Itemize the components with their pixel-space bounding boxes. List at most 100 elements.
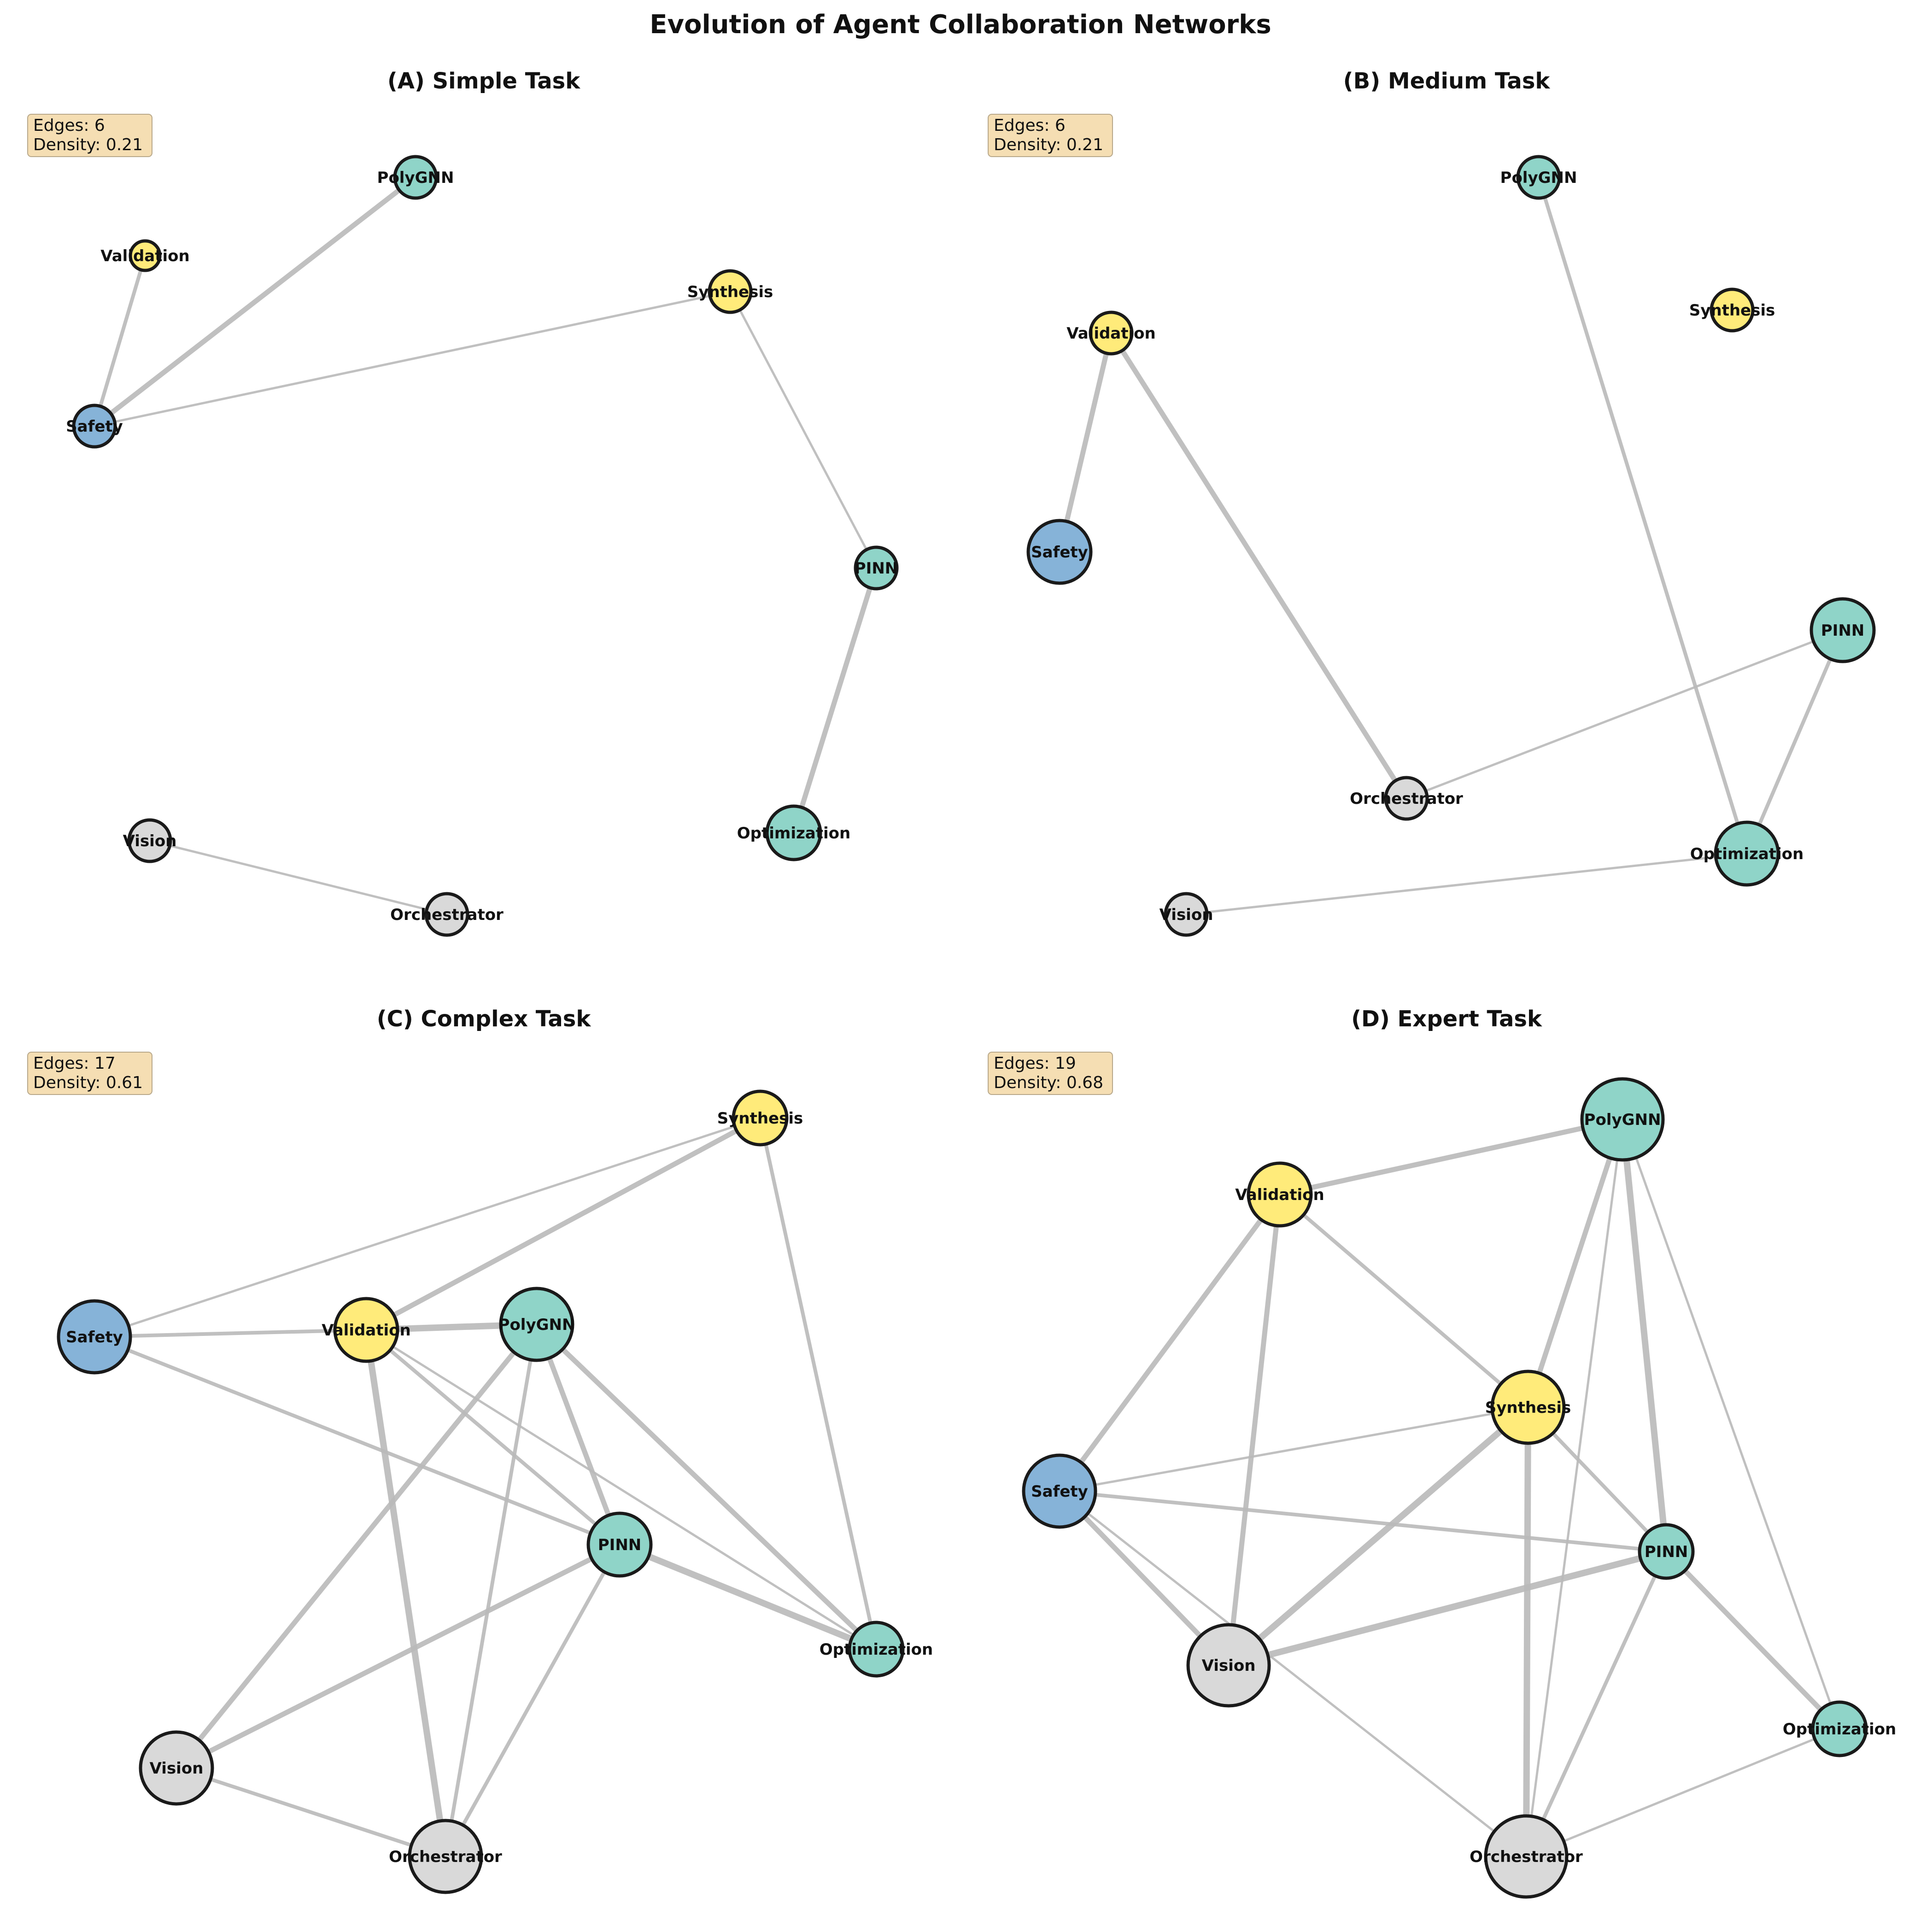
info-box-bg: [27, 1052, 152, 1095]
node-validation[interactable]: Validation: [100, 239, 190, 272]
node-validation[interactable]: Validation: [1235, 1161, 1324, 1228]
node-vision[interactable]: Vision: [139, 1730, 214, 1806]
node-safety[interactable]: Safety: [1022, 1453, 1097, 1529]
node-validation[interactable]: Validation: [322, 1297, 411, 1363]
edge-validation-pinn: [364, 1328, 621, 1546]
node-safety[interactable]: Safety: [57, 1299, 132, 1375]
node-vision[interactable]: Vision: [1160, 892, 1213, 937]
node-circle[interactable]: [1490, 1370, 1566, 1445]
node-pinn[interactable]: PINN: [1638, 1523, 1695, 1580]
edge-vision-optimization: [1185, 852, 1748, 916]
node-pinn[interactable]: PINN: [854, 545, 899, 591]
panel-c: (C) Complex Task Edges: 17 Density: 0.61…: [27, 1006, 933, 1894]
node-label: Optimization: [1690, 845, 1804, 863]
node-label: PINN: [1821, 621, 1864, 640]
node-polygnn[interactable]: PolyGNN: [1500, 155, 1577, 200]
node-pinn[interactable]: PINN: [1810, 597, 1876, 663]
edge-validation-polygnn: [1277, 1117, 1625, 1197]
node-circle[interactable]: [1484, 1814, 1569, 1899]
node-label: Safety: [1031, 1482, 1088, 1501]
panel-title: (B) Medium Task: [1343, 68, 1551, 94]
node-circle[interactable]: [732, 1089, 789, 1147]
node-safety[interactable]: Safety: [66, 404, 123, 449]
node-circle[interactable]: [1022, 1453, 1097, 1529]
density-value: Density: 0.61: [33, 1073, 143, 1092]
node-circle[interactable]: [408, 1819, 483, 1894]
node-circle[interactable]: [1638, 1523, 1695, 1580]
edge-pinn-optimization: [1745, 628, 1845, 855]
node-label: PINN: [855, 559, 898, 578]
node-validation[interactable]: Validation: [1066, 310, 1156, 356]
node-orchestrator[interactable]: Orchestrator: [389, 1819, 502, 1894]
node-label: Validation: [1066, 324, 1155, 343]
node-synthesis[interactable]: Synthesis: [717, 1089, 803, 1147]
edge-orchestrator-optimization: [1525, 1727, 1841, 1858]
node-circle[interactable]: [1516, 155, 1561, 200]
node-polygnn[interactable]: PolyGNN: [1580, 1077, 1665, 1162]
node-optimization[interactable]: Optimization: [820, 1621, 933, 1678]
node-circle[interactable]: [848, 1621, 905, 1678]
edge-validation-synthesis: [1278, 1193, 1530, 1409]
edge-vision-pinn: [1225, 1548, 1669, 1669]
node-circle[interactable]: [1810, 597, 1876, 663]
edge-safety-orchestrator: [1058, 1490, 1528, 1858]
node-synthesis[interactable]: Synthesis: [687, 269, 773, 314]
node-label: Validation: [1235, 1186, 1324, 1204]
node-label: Validation: [322, 1321, 410, 1340]
node-circle[interactable]: [1026, 519, 1093, 585]
node-synthesis[interactable]: Synthesis: [1485, 1370, 1571, 1445]
edge-layer: [93, 1115, 879, 1860]
node-circle[interactable]: [57, 1299, 132, 1375]
node-optimization[interactable]: Optimization: [1783, 1700, 1896, 1757]
node-circle[interactable]: [127, 818, 172, 863]
node-label: PolyGNN: [1584, 1111, 1661, 1129]
node-vision[interactable]: Vision: [1186, 1623, 1271, 1708]
node-circle[interactable]: [1710, 287, 1755, 333]
node-orchestrator[interactable]: Orchestrator: [390, 892, 504, 937]
node-safety[interactable]: Safety: [1026, 519, 1093, 585]
node-vision[interactable]: Vision: [123, 818, 177, 863]
panel-title: (A) Simple Task: [387, 68, 580, 94]
node-circle[interactable]: [708, 269, 753, 314]
node-circle[interactable]: [393, 155, 438, 200]
node-circle[interactable]: [1164, 892, 1209, 937]
node-circle[interactable]: [424, 892, 469, 937]
panel-d: (D) Expert Task Edges: 19 Density: 0.68 …: [988, 1006, 1896, 1899]
node-circle[interactable]: [333, 1297, 399, 1363]
node-circle[interactable]: [1580, 1077, 1665, 1162]
node-circle[interactable]: [139, 1730, 214, 1806]
edge-safety-validation: [93, 1328, 368, 1339]
node-circle[interactable]: [1247, 1161, 1313, 1228]
edge-safety-synthesis: [93, 1117, 761, 1338]
node-circle[interactable]: [1811, 1700, 1868, 1757]
node-optimization[interactable]: Optimization: [737, 804, 850, 861]
edge-validation-safety: [1057, 330, 1114, 555]
node-polygnn[interactable]: PolyGNN: [377, 155, 454, 200]
node-circle[interactable]: [1714, 820, 1780, 887]
edge-vision-orchestrator: [175, 1766, 447, 1858]
node-circle[interactable]: [1186, 1623, 1271, 1708]
node-circle[interactable]: [72, 404, 117, 449]
node-circle[interactable]: [129, 239, 162, 272]
node-circle[interactable]: [1384, 776, 1429, 821]
node-circle[interactable]: [586, 1511, 653, 1578]
node-orchestrator[interactable]: Orchestrator: [1350, 776, 1463, 821]
node-pinn[interactable]: PINN: [586, 1511, 653, 1578]
node-synthesis[interactable]: Synthesis: [1689, 287, 1775, 333]
node-orchestrator[interactable]: Orchestrator: [1470, 1814, 1583, 1899]
node-circle[interactable]: [1089, 310, 1134, 356]
info-box: Edges: 6 Density: 0.21: [988, 114, 1113, 157]
node-optimization[interactable]: Optimization: [1690, 820, 1804, 887]
node-label: Vision: [1202, 1657, 1256, 1675]
node-circle[interactable]: [854, 545, 899, 591]
node-circle[interactable]: [499, 1287, 574, 1362]
edges-count: Edges: 6: [33, 116, 105, 135]
node-polygnn[interactable]: PolyGNN: [498, 1287, 575, 1362]
node-label: Orchestrator: [1350, 790, 1463, 808]
node-circle[interactable]: [765, 804, 822, 861]
edge-validation-vision: [1226, 1192, 1283, 1668]
edge-layer: [1057, 176, 1845, 916]
edge-polygnn-pinn: [534, 1322, 622, 1547]
info-box-bg: [27, 114, 152, 157]
